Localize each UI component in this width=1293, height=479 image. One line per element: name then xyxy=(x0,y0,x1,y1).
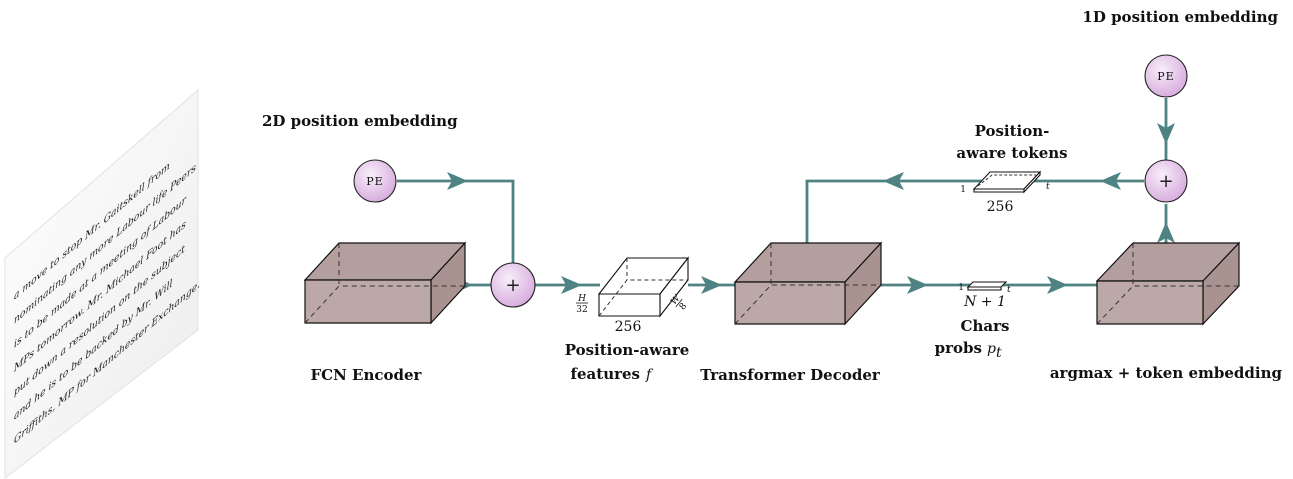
arrowhead xyxy=(561,276,582,294)
fcn-encoder-block xyxy=(303,241,467,325)
features-height-fraction: H 32 xyxy=(576,294,588,315)
chars-size-label: N + 1 xyxy=(963,294,1006,310)
label-chars-line1: Chars xyxy=(961,317,1010,335)
chars-one-label: 1 xyxy=(958,283,964,293)
label-tokens-line1: Position- xyxy=(975,122,1050,140)
svg-text:8: 8 xyxy=(678,301,690,312)
tokens-one-label: 1 xyxy=(960,185,966,195)
label-fcn-encoder: FCN Encoder xyxy=(311,366,423,384)
tokens-tensor xyxy=(972,170,1042,194)
chars-subscript: t xyxy=(996,345,1002,361)
label-tokens-line2: aware tokens xyxy=(956,144,1067,162)
arrowhead xyxy=(907,276,928,294)
transformer-decoder-block xyxy=(733,241,883,326)
label-argmax-token-embedding: argmax + token embedding xyxy=(1050,364,1283,382)
svg-text:PE: PE xyxy=(366,175,383,188)
label-features-line2: features xyxy=(571,365,640,383)
label-1d-position-embedding: 1D position embedding xyxy=(1082,8,1278,26)
label-features-line1: Position-aware xyxy=(565,341,690,359)
tokens-depth-label: 256 xyxy=(987,199,1014,215)
svg-text:PE: PE xyxy=(1157,70,1174,83)
svg-text:+: + xyxy=(505,275,520,296)
features-width-fraction: W 8 xyxy=(669,293,690,312)
chars-symbol: p xyxy=(987,341,996,357)
pe-node-2d: PE xyxy=(353,159,397,203)
plus-node-1d: + xyxy=(1144,159,1188,203)
label-transformer-decoder: Transformer Decoder xyxy=(700,366,881,384)
arrowhead xyxy=(883,172,904,190)
handwritten-page-image: a move to stop Mr. Gaitskell from nomina… xyxy=(4,88,200,479)
features-depth-label: 256 xyxy=(615,319,642,335)
svg-text:+: + xyxy=(1158,171,1173,192)
chars-tensor xyxy=(966,281,1008,291)
svg-text:H: H xyxy=(577,294,586,304)
chars-t-label: t xyxy=(1007,285,1011,295)
pe-node-1d: PE xyxy=(1144,54,1188,98)
features-symbol: f xyxy=(645,367,654,383)
plus-node-2d: + xyxy=(490,262,536,308)
svg-text:32: 32 xyxy=(576,305,587,315)
arrowhead xyxy=(701,276,722,294)
arrowhead xyxy=(447,172,468,190)
tokens-t-label: t xyxy=(1046,182,1050,192)
features-tensor xyxy=(597,256,690,318)
arrowhead xyxy=(1157,222,1175,243)
label-chars-line2: probs xyxy=(935,339,982,357)
label-2d-position-embedding: 2D position embedding xyxy=(262,112,458,130)
argmax-block xyxy=(1095,241,1241,326)
arrowhead xyxy=(1157,123,1175,144)
arrowhead xyxy=(1047,276,1068,294)
arrowhead xyxy=(1100,172,1121,190)
